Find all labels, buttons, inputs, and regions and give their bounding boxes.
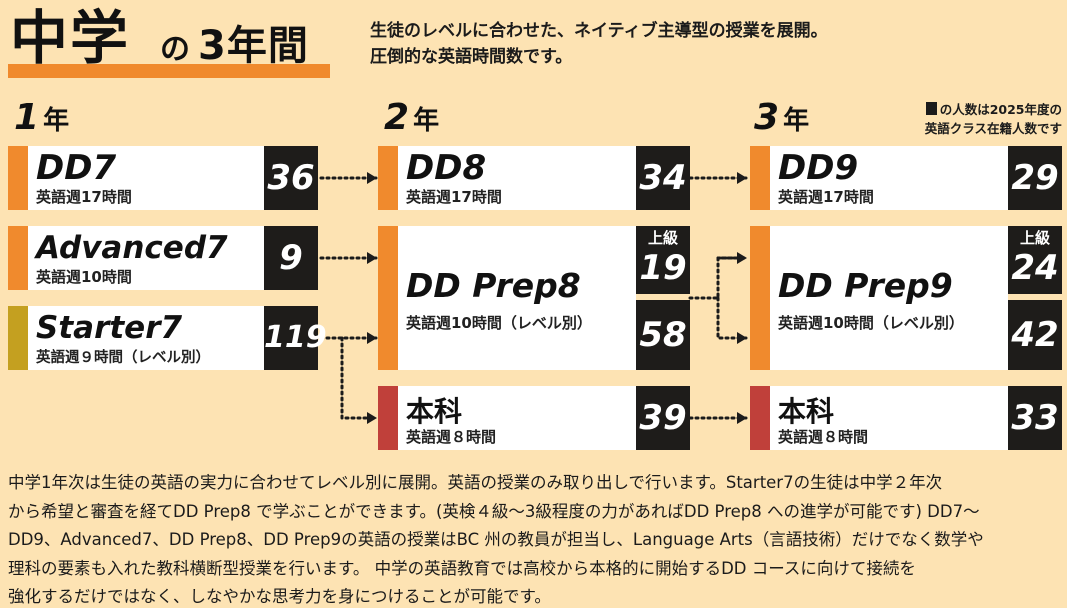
course-hours: 英語週17時間 [778,188,874,206]
description-line-2: から希望と審査を経てDD Prep8 で学ぶことができます。(英検４級～3級程度… [8,501,980,521]
course-hours: 英語週10時間（レベル別） [778,314,964,332]
course-hours: 英語週17時間 [36,188,132,206]
course-name: Advanced7 [36,230,228,266]
description-line-3: DD9、Advanced7、DD Prep8、DD Prep9の英語の授業はBC… [8,530,984,549]
page-title: 中学 [10,4,131,72]
course-hours: 英語週９時間（レベル別） [36,350,210,366]
course-name: DD8 [406,148,487,188]
count-dd8: 34 [636,146,690,210]
count-ddprep9-upper: 上級 24 [1008,226,1062,294]
arrow-starter7-honka8 [340,336,378,424]
course-card-ddprep9: DD Prep9 英語週10時間（レベル別） [750,226,1008,370]
count-dd7: 36 [264,146,318,210]
page-title-particle: の [160,32,190,67]
count-dd9: 29 [1008,146,1062,210]
course-card-starter7: Starter7 英語週９時間（レベル別） [8,306,264,370]
course-name: DD Prep9 [778,266,953,305]
course-name: 本科 [778,395,835,428]
course-name: DD7 [36,148,117,188]
description-line-1: 中学1年次は生徒の英語の実力に合わせてレベル別に展開。英語の授業のみ取り出しで行… [8,473,943,492]
course-hours: 英語週17時間 [406,188,502,206]
course-card-advanced7: Advanced7 英語週10時間 [8,226,264,290]
course-card-ddprep8: DD Prep8 英語週10時間（レベル別） [378,226,636,370]
subtitle-line-1: 生徒のレベルに合わせた、ネイティブ主導型の授業を展開。 [370,21,828,41]
count-honka9: 33 [1008,386,1062,450]
count-note: の人数は2025年度の 英語クラス在籍人数です [924,102,1062,136]
count-ddprep8: 58 [636,300,690,370]
course-card-honka8: 本科 英語週８時間 [378,386,636,450]
page-title-years: 3年間 [198,23,309,69]
course-name: 本科 [406,395,463,428]
description-line-4: 理科の要素も入れた教科横断型授業を行います。 中学の英語教育では高校から本格的に… [8,558,916,578]
count-ddprep8-upper: 上級 19 [636,226,690,294]
description-line-5: 強化するだけではなく、しなやかな思考力を身につけることが可能です。 [8,587,551,606]
course-card-dd8: DD8 英語週17時間 [378,146,636,210]
course-card-dd9: DD9 英語週17時間 [750,146,1008,210]
course-card-dd7: DD7 英語週17時間 [8,146,264,210]
legend-square-icon [925,102,937,115]
count-starter7: 119 [264,306,327,370]
course-name: DD Prep8 [406,266,581,305]
subtitle-line-2: 圧倒的な英語時間数です。 [370,47,573,67]
page-subtitle: 生徒のレベルに合わせた、ネイティブ主導型の授業を展開。 圧倒的な英語時間数です。 [370,18,930,70]
course-card-honka9: 本科 英語週８時間 [750,386,1008,450]
course-hours: 英語週８時間 [406,428,497,446]
course-name: Starter7 [36,310,183,346]
upper-level-tag: 上級 [647,229,678,247]
count-ddprep9: 42 [1008,300,1062,370]
arrow-prep8-prep9 [688,256,746,338]
course-hours: 英語週８時間 [778,428,869,446]
title-underline [8,64,330,78]
course-name: DD9 [778,148,859,188]
description-text: 中学1年次は生徒の英語の実力に合わせてレベル別に展開。英語の授業のみ取り出しで行… [8,469,1062,608]
course-hours: 英語週10時間（レベル別） [406,314,592,332]
count-advanced7: 9 [264,226,318,290]
count-honka8: 39 [636,386,690,450]
course-hours: 英語週10時間 [36,268,132,286]
upper-level-tag: 上級 [1019,229,1050,247]
